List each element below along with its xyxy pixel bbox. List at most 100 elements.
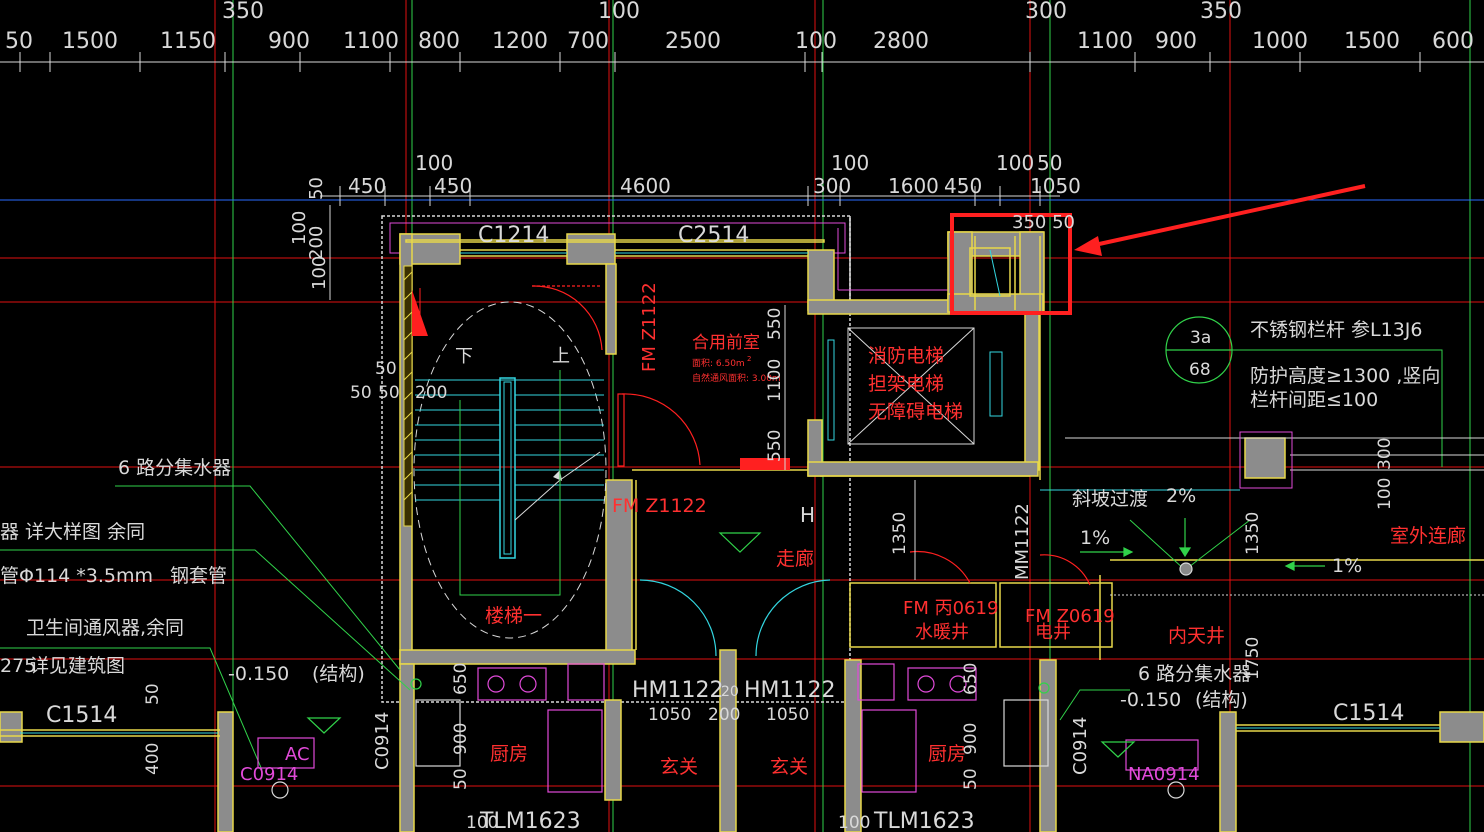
dim-label: 50 <box>378 383 400 403</box>
note-pipe-a: 管Φ114 *3.5mm <box>0 565 153 587</box>
dim-label: 1100 <box>343 29 399 54</box>
dim-label: 1100 <box>1077 29 1133 54</box>
elec-shaft-label: 电井 <box>1035 622 1071 643</box>
elevator-shaft <box>847 327 975 445</box>
dim-label: 50 <box>143 683 163 705</box>
dim-label: 450 <box>348 174 386 198</box>
dim-label: 200 <box>306 226 327 260</box>
note-collector-right: 6 路分集水器 <box>1138 663 1251 685</box>
kitchen-left-label: 厨房 <box>490 743 528 765</box>
tag-c0914-vert-r: C0914 <box>1070 717 1091 775</box>
kitchen-right-label: 厨房 <box>928 743 966 765</box>
dim-label: 300 <box>1375 438 1395 470</box>
window-c1514-right: C1514 <box>1333 701 1404 726</box>
dim-label: 700 <box>567 29 609 54</box>
annotation-highlight <box>950 184 1366 315</box>
courtyard-label: 内天井 <box>1168 625 1225 647</box>
dim-label: 100 <box>831 151 869 175</box>
dim-label: 900 <box>451 723 471 755</box>
door-hm2: HM1122 <box>744 678 836 703</box>
note-level-left: -0.150 <box>228 663 289 685</box>
dim-label: 900 <box>1155 29 1197 54</box>
tag-ac-left: AC <box>285 744 310 765</box>
level-markers <box>306 518 1325 758</box>
dim-label: 2800 <box>873 29 929 54</box>
dim-label: 50 <box>451 768 471 790</box>
dim-label: 1100 <box>765 359 785 402</box>
note-structure-right: (结构) <box>1195 689 1248 711</box>
door-tlm1: TLM1623 <box>479 809 581 832</box>
note-slope-2: 1% <box>1080 527 1110 549</box>
dim-label: 1350 <box>890 512 910 555</box>
equipment-tags: AC C0914 C0914 C0914 NA0914 <box>240 712 1200 785</box>
left-vertical-dims: 50 100 200 100 <box>289 177 331 300</box>
outdoor-corridor-label: 室外连廊 <box>1390 525 1466 547</box>
dim-label: 300 <box>1025 0 1067 24</box>
detail-callout: 3a 68 <box>1165 316 1443 467</box>
note-structure-left: (结构) <box>312 663 365 685</box>
dim-label: 450 <box>434 174 472 198</box>
door-swings <box>531 285 1091 657</box>
note-rail-3: 栏杆间距≤100 <box>1250 389 1378 411</box>
dim-label: 4600 <box>620 174 671 198</box>
dim-label: 50 <box>306 177 327 200</box>
door-fm2: FM Z1122 <box>612 495 707 517</box>
dim-label: 50 <box>5 29 33 54</box>
dim-label: 800 <box>418 29 460 54</box>
dim-label: 100 <box>466 813 498 832</box>
note-pipe-b: 钢套管 <box>170 565 227 587</box>
dim-label: 1050 <box>1030 174 1081 198</box>
stair-label: 楼梯一 <box>485 605 542 627</box>
window-c1514-left: C1514 <box>46 703 117 728</box>
note-collector-left: 6 路分集水器 <box>118 457 231 479</box>
dim-label: 300 <box>813 174 851 198</box>
elevator-label-2: 担架电梯 <box>868 373 944 395</box>
room-labels: 合用前室 面积: 6.50m 2 自然通风面积: 3.00m 消防电梯 担架电梯… <box>455 333 1466 778</box>
dim-label: 100 <box>795 29 837 54</box>
tag-c0914-left: C0914 <box>240 764 298 785</box>
dim-label: 600 <box>1432 29 1474 54</box>
door-fm3: FM 丙0619 <box>903 598 998 619</box>
elevator-label-3: 无障碍电梯 <box>868 401 963 423</box>
dim-label: 350 <box>222 0 264 24</box>
dim-label: 100 <box>1375 478 1395 510</box>
note-detail: 器 详大样图 余同 <box>0 521 145 543</box>
dim-label: 50 <box>961 768 981 790</box>
note-rail-2: 防护高度≥1300 ,竖向 <box>1250 365 1440 387</box>
note-ramp: 斜坡过渡 <box>1072 488 1148 510</box>
dim-label: 100 <box>598 0 640 24</box>
foyer-label-1: 玄关 <box>660 756 698 778</box>
front-room-note1: 面积: 6.50m <box>692 357 745 369</box>
dim-label: 450 <box>944 174 982 198</box>
door-fm1: FM Z1122 <box>639 282 660 372</box>
dim-label: 1150 <box>160 29 216 54</box>
dim-label: 100 <box>415 151 453 175</box>
door-tlm2: TLM1623 <box>873 809 975 832</box>
left-notes: 6 路分集水器 器 详大样图 余同 管Φ114 *3.5mm 钢套管 卫生间通风… <box>0 457 365 685</box>
dim-label: 20 <box>721 684 739 700</box>
hatch-strip <box>403 265 413 527</box>
dim-label: 50 <box>1037 151 1062 175</box>
leader-lines <box>0 485 1130 771</box>
dim-label: 100 <box>309 256 330 290</box>
dim-label: 1750 <box>1243 637 1263 680</box>
dim-label: 100 <box>838 813 870 832</box>
dim-label: 1050 <box>766 705 809 725</box>
dim-label: 1200 <box>492 29 548 54</box>
stair-down: 下 <box>455 346 473 367</box>
dim-label: 100 <box>996 151 1034 175</box>
dim-label: 650 <box>451 663 471 695</box>
note-ventilator: 卫生间通风器,余同 <box>26 617 184 639</box>
window-c2514: C2514 <box>678 223 749 248</box>
foyer-label-2: 玄关 <box>770 756 808 778</box>
dim-label: 350 <box>1200 0 1242 24</box>
dim-label: 400 <box>143 743 163 775</box>
dim-label: 1500 <box>1344 29 1400 54</box>
dim-label: 900 <box>268 29 310 54</box>
tag-na0914: NA0914 <box>1128 764 1200 785</box>
dim-label: 50 <box>375 359 397 379</box>
dim-label: 1600 <box>888 174 939 198</box>
door-fm4: FM Z0619 <box>1025 606 1115 627</box>
dim-label: 200 <box>415 383 447 403</box>
